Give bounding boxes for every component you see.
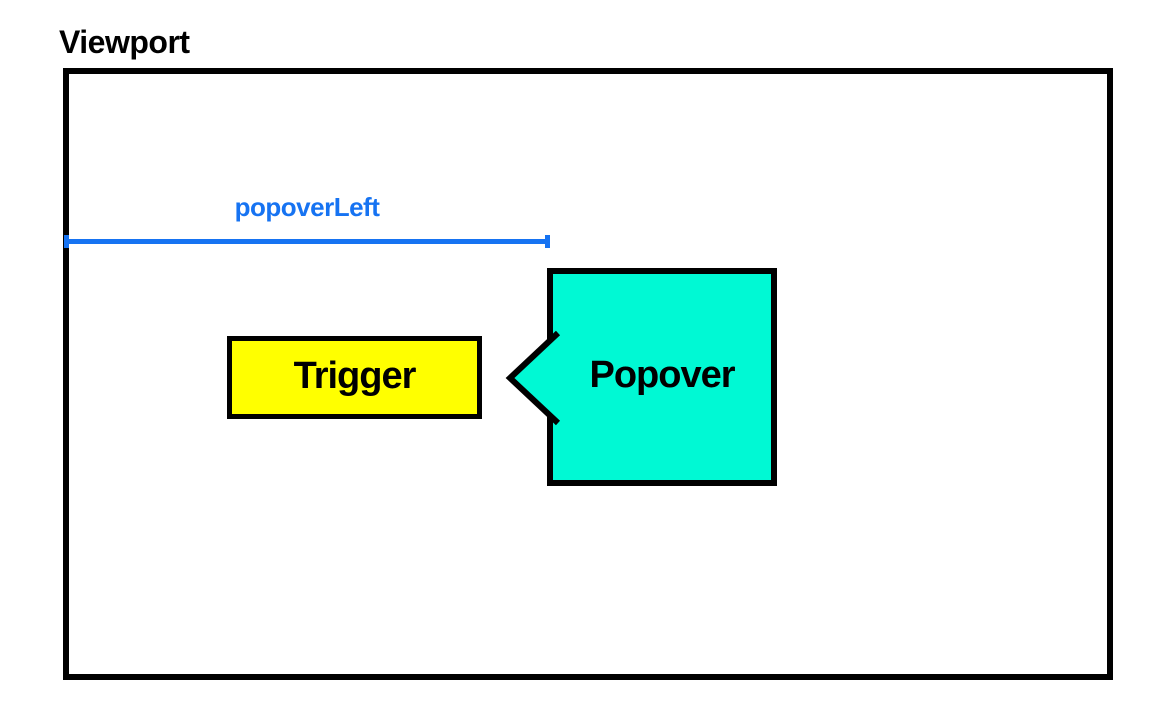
measurement-end-tick xyxy=(545,235,550,248)
popover-left-measurement-line xyxy=(64,239,550,244)
measurement-start-tick xyxy=(64,235,69,248)
trigger-box: Trigger xyxy=(227,336,482,419)
trigger-label: Trigger xyxy=(293,354,417,397)
popover-label: Popover xyxy=(589,354,735,396)
viewport-label: Viewport xyxy=(59,24,190,60)
viewport-rect xyxy=(63,68,1113,680)
popover-box: Popover xyxy=(547,268,777,486)
popover-left-measurement-label: popoverLeft xyxy=(234,192,380,222)
popover-arrow-icon xyxy=(505,330,561,426)
